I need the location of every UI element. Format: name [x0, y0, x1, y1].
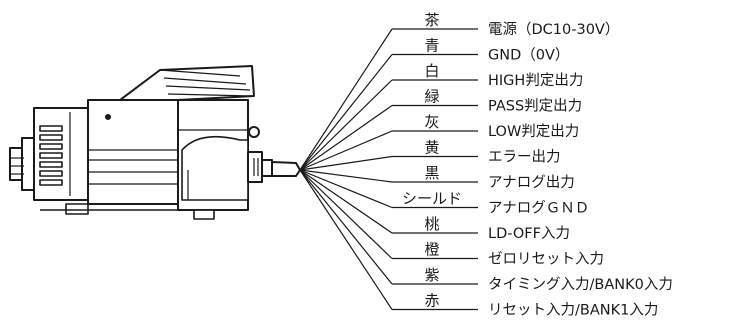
wire-function-label: LD-OFF入力: [488, 225, 570, 242]
wire-function-label: PASS判定出力: [488, 98, 582, 115]
top-cover: [119, 65, 260, 138]
wire-fan-line: [299, 169, 393, 234]
wire-function-label: HIGH判定出力: [488, 72, 583, 89]
wire-function-label: 電源（DC10-30V）: [488, 21, 619, 38]
wire-color-label: 黄: [424, 139, 439, 157]
wire-fan-line: [299, 105, 393, 171]
left-connector: [9, 137, 35, 191]
wire-fan-line: [299, 130, 393, 171]
wire-fan-line: [299, 169, 393, 209]
wire-color-label: 橙: [424, 241, 439, 259]
cable-sheath: [271, 161, 301, 177]
bottom-feet: [40, 203, 230, 220]
wire-function-label: LOW判定出力: [488, 123, 579, 140]
wire-fan-line: [299, 169, 393, 310]
wire-fan-line: [299, 169, 393, 183]
wire-lines: [299, 28, 478, 311]
vent-slots: [39, 125, 63, 186]
wire-color-label: 緑: [424, 88, 439, 106]
wire-fan-line: [299, 169, 393, 285]
wire-function-label: タイミング入力/BANK0入力: [488, 276, 673, 293]
sensor-amplifier-drawing: [9, 65, 301, 220]
wire-color-label: 赤: [424, 292, 439, 310]
wire-color-label: 紫: [424, 266, 439, 284]
wire-function-label: ゼロリセット入力: [488, 251, 604, 268]
wire-color-label: 灰: [424, 113, 439, 131]
wire-color-label: 桃: [424, 215, 439, 233]
wire-fan-line: [299, 155, 393, 171]
cable-gland: [247, 151, 273, 183]
wire-fan-line: [299, 79, 393, 171]
main-body: [33, 99, 179, 205]
right-section: [177, 99, 249, 211]
wire-fan-line: [299, 54, 393, 171]
wire-color-label: 白: [424, 62, 439, 80]
wire-color-label: シールド: [402, 190, 462, 208]
wire-function-label: リセット入力/BANK1入力: [488, 302, 658, 319]
wire-function-label: エラー出力: [488, 149, 561, 166]
wire-fan-line: [299, 28, 393, 171]
wire-color-label: 茶: [424, 11, 439, 29]
wire-color-label: 青: [424, 37, 439, 55]
wire-function-label: GND（0V）: [488, 47, 569, 64]
wire-function-label: アナログ出力: [488, 174, 575, 191]
wire-fan-line: [299, 169, 393, 259]
wire-color-label: 黒: [424, 164, 439, 182]
wire-function-label: アナログＧＮＤ: [488, 200, 589, 217]
